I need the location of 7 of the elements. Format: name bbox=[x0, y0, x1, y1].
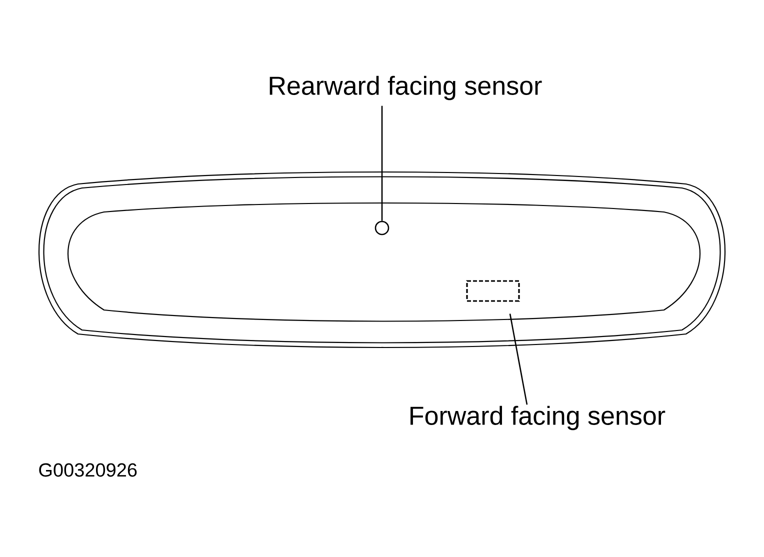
callout-label: Rearward facing sensor bbox=[270, 76, 542, 100]
leader-line bbox=[509, 314, 528, 405]
leader-line bbox=[381, 106, 383, 221]
callout-label: Forward facing sensor bbox=[410, 406, 666, 430]
figure-code: G00320926 bbox=[39, 463, 137, 477]
sensor-circle bbox=[374, 220, 390, 236]
sensor-window bbox=[466, 280, 520, 302]
